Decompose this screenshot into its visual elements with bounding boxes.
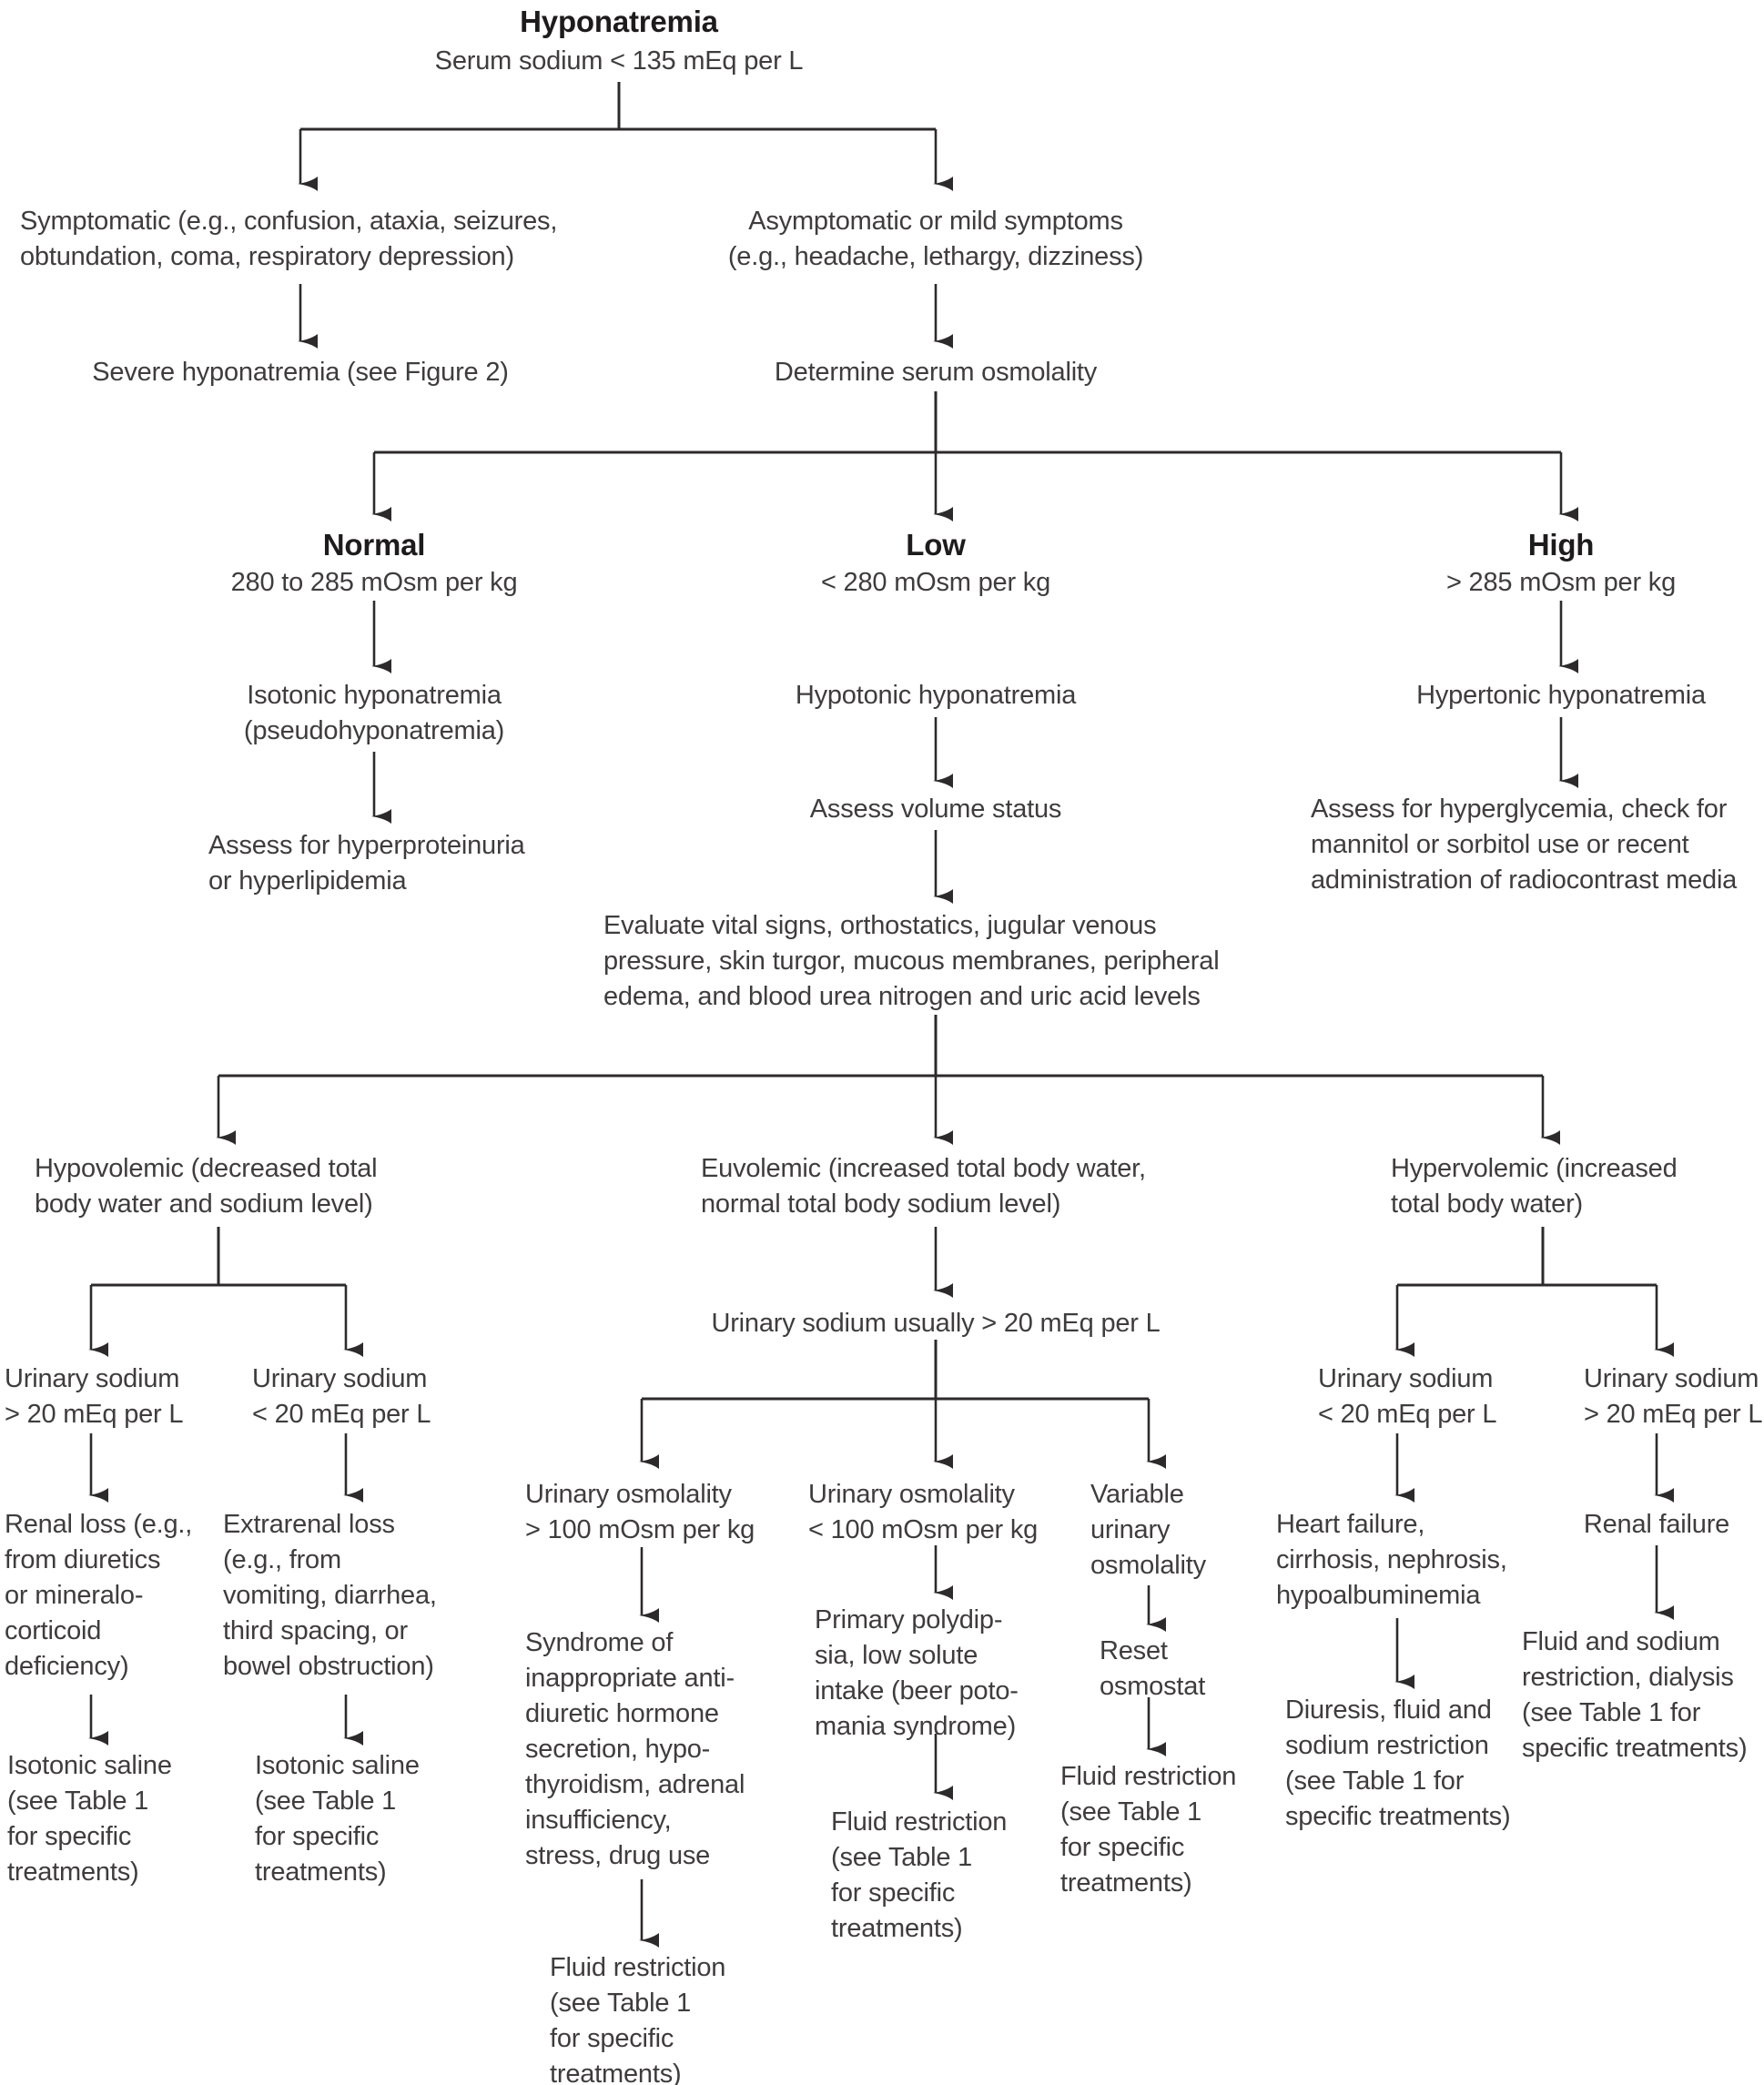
node-heart-failure-cirrhosis: Heart failure, cirrhosis, nephrosis, hyp…	[1276, 1510, 1507, 1610]
node-title-criterion: Serum sodium < 135 mEq per L	[434, 46, 804, 76]
node-hypervolemic-urinary-sodium-low: Urinary sodium < 20 mEq per L	[1318, 1364, 1497, 1429]
node-primary-polydipsia: Primary polydip- sia, low solute intake …	[815, 1605, 1019, 1741]
node-urinary-osmolality-variable: Variable urinary osmolality	[1090, 1480, 1206, 1580]
node-osmolality-normal-range: 280 to 285 mOsm per kg	[230, 568, 518, 597]
node-euvolemic: Euvolemic (increased total body water, n…	[701, 1154, 1146, 1219]
node-fluid-sodium-restriction-dialysis: Fluid and sodium restriction, dialysis (…	[1522, 1627, 1748, 1763]
node-hypervolemic: Hypervolemic (increased total body water…	[1391, 1154, 1678, 1219]
node-title: Hyponatremia	[520, 5, 718, 38]
node-isotonic-saline-extrarenal: Isotonic saline (see Table 1 for specifi…	[255, 1751, 420, 1887]
node-severe-hyponatremia: Severe hyponatremia (see Figure 2)	[92, 358, 509, 387]
node-fluid-restriction-polydipsia: Fluid restriction (see Table 1 for speci…	[831, 1807, 1008, 1943]
node-assess-volume-status: Assess volume status	[809, 795, 1062, 824]
node-siadh: Syndrome of inappropriate anti- diuretic…	[525, 1628, 745, 1870]
node-osmolality-normal: Normal	[322, 528, 426, 562]
node-assess-hyperglycemia: Assess for hyperglycemia, check for mann…	[1311, 795, 1738, 895]
node-determine-serum-osmolality: Determine serum osmolality	[774, 358, 1098, 387]
node-hypervolemic-urinary-sodium-high: Urinary sodium > 20 mEq per L	[1584, 1364, 1763, 1429]
node-renal-loss: Renal loss (e.g., from diuretics or mine…	[5, 1510, 193, 1681]
node-renal-failure: Renal failure	[1583, 1510, 1730, 1539]
node-osmolality-high: High	[1527, 528, 1595, 562]
node-symptomatic: Symptomatic (e.g., confusion, ataxia, se…	[20, 207, 558, 271]
node-osmolality-high-range: > 285 mOsm per kg	[1445, 568, 1677, 597]
connector-lines	[91, 82, 1657, 1401]
node-fluid-restriction-siadh: Fluid restriction (see Table 1 for speci…	[550, 1953, 726, 2085]
node-fluid-restriction-reset: Fluid restriction (see Table 1 for speci…	[1060, 1762, 1237, 1898]
node-hypovolemic-urinary-sodium-low: Urinary sodium < 20 mEq per L	[252, 1364, 431, 1429]
node-hypovolemic-urinary-sodium-high: Urinary sodium > 20 mEq per L	[5, 1364, 184, 1429]
node-osmolality-low-range: < 280 mOsm per kg	[820, 568, 1051, 597]
node-extrarenal-loss: Extrarenal loss (e.g., from vomiting, di…	[223, 1510, 437, 1681]
node-assess-hyperproteinuria: Assess for hyperproteinuria or hyperlipi…	[208, 831, 525, 896]
node-hypertonic-hyponatremia: Hypertonic hyponatremia	[1416, 681, 1706, 710]
connector-arrows	[88, 129, 1674, 1948]
node-urinary-osmolality-high: Urinary osmolality > 100 mOsm per kg	[525, 1480, 755, 1544]
node-evaluate-vital-signs: Evaluate vital signs, orthostatics, jugu…	[603, 911, 1220, 1011]
node-osmolality-low: Low	[906, 528, 966, 562]
node-hypotonic-hyponatremia: Hypotonic hyponatremia	[795, 681, 1077, 710]
node-diuresis-treatment: Diuresis, fluid and sodium restriction (…	[1285, 1695, 1511, 1831]
node-isotonic-saline-renal: Isotonic saline (see Table 1 for specifi…	[7, 1751, 172, 1887]
node-euvolemic-urinary-sodium: Urinary sodium usually > 20 mEq per L	[711, 1309, 1161, 1338]
node-asymptomatic: Asymptomatic or mild symptoms (e.g., hea…	[727, 207, 1144, 271]
node-urinary-osmolality-low: Urinary osmolality < 100 mOsm per kg	[808, 1480, 1039, 1544]
node-hypovolemic: Hypovolemic (decreased total body water …	[35, 1154, 378, 1219]
node-isotonic-hyponatremia: Isotonic hyponatremia (pseudohyponatremi…	[243, 681, 505, 745]
node-reset-osmostat: Reset osmostat	[1100, 1636, 1206, 1701]
